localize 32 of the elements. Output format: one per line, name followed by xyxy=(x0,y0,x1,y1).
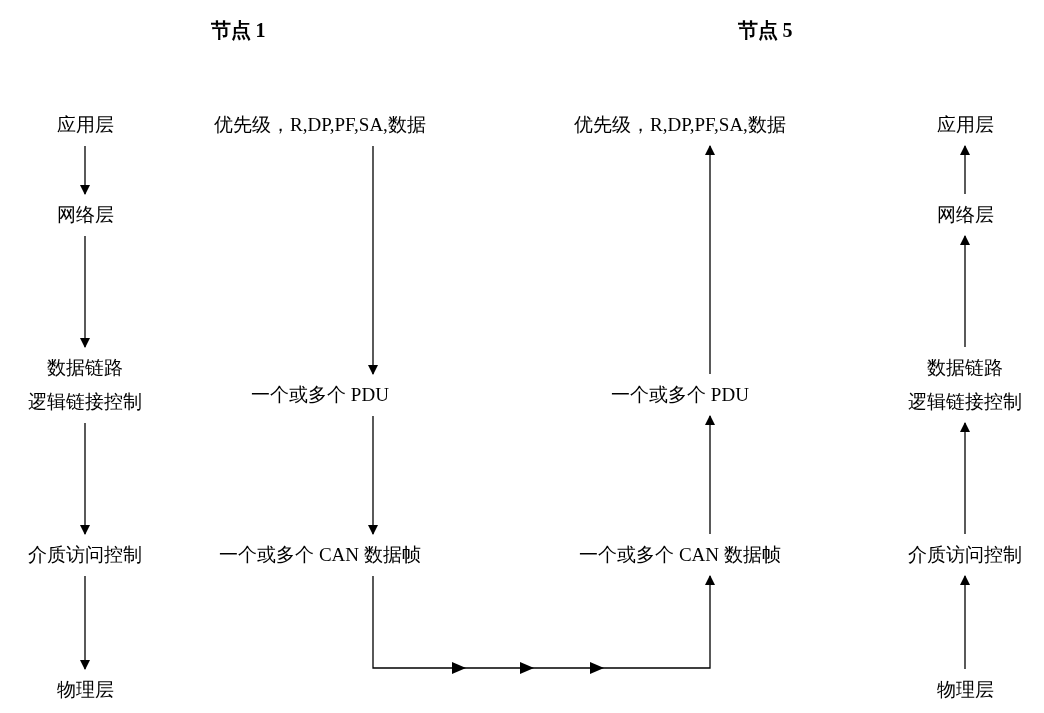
layer-label: 网络层 xyxy=(936,203,994,227)
data-unit-label: 一个或多个 CAN 数据帧 xyxy=(579,543,781,567)
layer-label: 物理层 xyxy=(936,678,994,702)
arrow xyxy=(80,235,90,348)
data-unit-label: 优先级，R,DP,PF,SA,数据 xyxy=(214,113,426,137)
layer-label: 逻辑链接控制 xyxy=(908,390,1022,414)
arrow xyxy=(80,575,90,670)
arrow xyxy=(368,415,378,535)
layer-label: 介质访问控制 xyxy=(28,543,142,567)
arrow xyxy=(960,235,970,348)
node-heading: 节点 1 xyxy=(210,17,266,43)
node-heading: 节点 5 xyxy=(737,17,793,43)
arrow xyxy=(705,415,715,535)
layer-label: 物理层 xyxy=(56,678,114,702)
arrow xyxy=(80,145,90,195)
data-unit-label: 优先级，R,DP,PF,SA,数据 xyxy=(574,113,786,137)
layer-label: 网络层 xyxy=(56,203,114,227)
layer-label: 介质访问控制 xyxy=(908,543,1022,567)
layer-label: 数据链路 xyxy=(926,356,1004,380)
data-unit-label: 一个或多个 PDU xyxy=(611,383,749,407)
arrow xyxy=(80,422,90,535)
layer-label: 应用层 xyxy=(936,113,994,137)
arrow xyxy=(368,145,378,375)
arrow xyxy=(705,145,715,375)
layer-label: 数据链路 xyxy=(46,356,124,380)
arrow xyxy=(960,145,970,195)
data-unit-label: 一个或多个 PDU xyxy=(251,383,389,407)
arrow xyxy=(960,575,970,670)
layer-label: 应用层 xyxy=(56,113,114,137)
layer-label: 逻辑链接控制 xyxy=(28,390,142,414)
arrow xyxy=(960,422,970,535)
data-unit-label: 一个或多个 CAN 数据帧 xyxy=(219,543,421,567)
